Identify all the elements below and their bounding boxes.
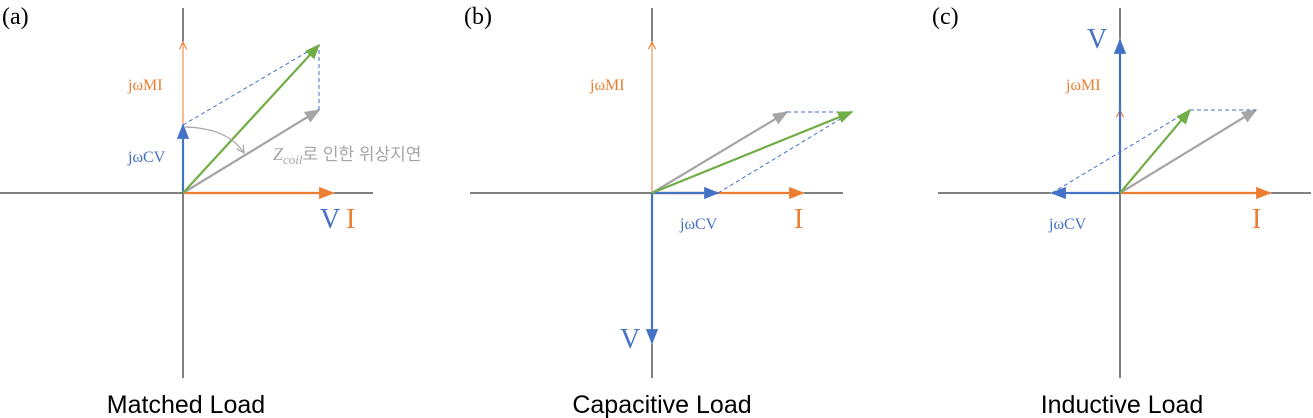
panel-a-label: (a) — [2, 4, 29, 30]
panel-b-jwcv-label: jωCV — [679, 216, 718, 233]
panel-b-gray-vector — [651, 111, 789, 194]
panel-c-i-label: I — [1252, 204, 1261, 235]
panel-a-annotation-z: Z — [273, 144, 284, 164]
panel-b: (b) jωMI jωCV I V Capacitive Load — [464, 4, 854, 418]
panel-a-annotation-sub: coil — [283, 152, 303, 167]
panel-a-gray-vector — [182, 109, 321, 194]
panel-b-dashed-diag — [717, 111, 853, 194]
panel-a-green-vector — [182, 43, 321, 194]
panel-c-dashed-diag — [1051, 109, 1191, 194]
panel-a-phase-arc — [184, 126, 244, 153]
panel-a-dashed-top — [182, 44, 320, 126]
panel-a-annotation-text: 로 인한 위상지연 — [303, 145, 422, 164]
panel-a-jwmi-label: jωMI — [127, 77, 163, 94]
panel-a: (a) jωMI jωCV V I Zcoil로 인한 위상지연 Matched… — [0, 4, 421, 418]
panel-c-gray-vector — [1119, 109, 1258, 194]
panel-b-green-vector — [651, 110, 854, 195]
panel-b-caption: Capacitive Load — [572, 391, 751, 418]
panel-a-jwcv-label: jωCV — [127, 149, 166, 166]
panel-a-i-label: I — [346, 204, 355, 235]
panel-a-annotation: Zcoil로 인한 위상지연 — [273, 144, 421, 167]
panel-b-i-label: I — [794, 204, 803, 235]
panel-a-v-label: V — [320, 204, 340, 235]
panel-c-jwcv-label: jωCV — [1048, 216, 1087, 233]
panel-c-jwmi-label: jωMI — [1065, 77, 1101, 94]
panel-b-v-label: V — [620, 324, 640, 355]
panel-c-label: (c) — [932, 4, 959, 30]
panel-c: (c) V jωMI jωCV I Inductive Load — [932, 4, 1311, 418]
panel-c-green-vector — [1119, 108, 1191, 194]
panel-a-caption: Matched Load — [107, 391, 265, 418]
panel-c-v-label: V — [1087, 24, 1107, 55]
panel-c-caption: Inductive Load — [1041, 391, 1204, 418]
panel-b-label: (b) — [464, 4, 492, 30]
panel-b-jwmi-label: jωMI — [589, 77, 625, 94]
